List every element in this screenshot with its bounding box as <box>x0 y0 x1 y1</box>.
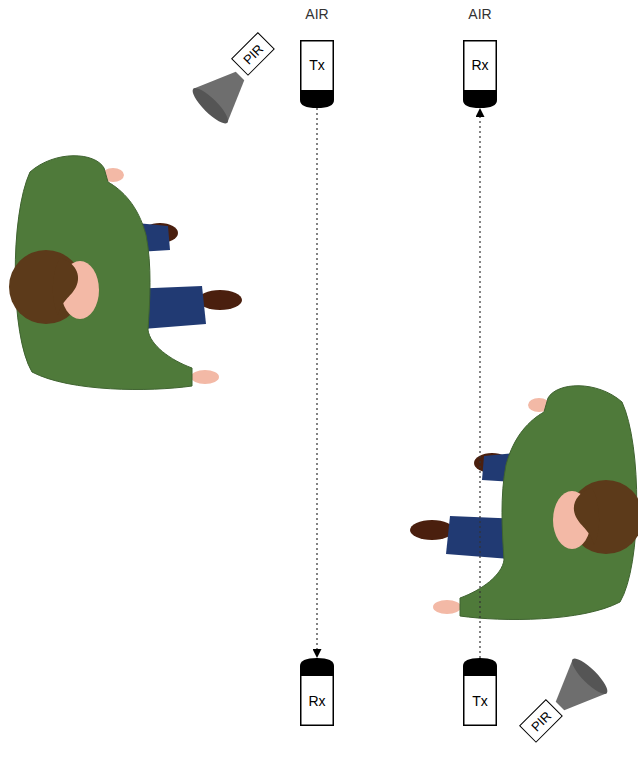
sensor-label: Tx <box>309 57 325 73</box>
beam-sensor: AIRRx <box>463 40 497 108</box>
beam-sensor: Rx <box>300 658 334 726</box>
person-figure <box>410 386 638 620</box>
sensor-label: Tx <box>472 693 488 709</box>
pir-sensor: PIR <box>231 32 275 76</box>
sensor-outline <box>300 658 334 726</box>
beam-sensor: AIRTx <box>300 40 334 108</box>
beam-arrow <box>316 108 317 658</box>
beam-arrow <box>479 108 480 658</box>
sensor-outline <box>463 40 497 108</box>
sensor-label: Rx <box>308 693 325 709</box>
medium-label: AIR <box>468 6 491 22</box>
sensor-label: PIR <box>528 708 554 734</box>
medium-label: AIR <box>305 6 328 22</box>
person-figure <box>9 156 242 390</box>
sensor-label: Rx <box>471 57 488 73</box>
sensor-outline <box>463 658 497 726</box>
sensor-outline <box>300 40 334 108</box>
beam-sensor: Tx <box>463 658 497 726</box>
pir-sensor: PIR <box>519 699 563 743</box>
sensor-label: PIR <box>240 41 266 67</box>
